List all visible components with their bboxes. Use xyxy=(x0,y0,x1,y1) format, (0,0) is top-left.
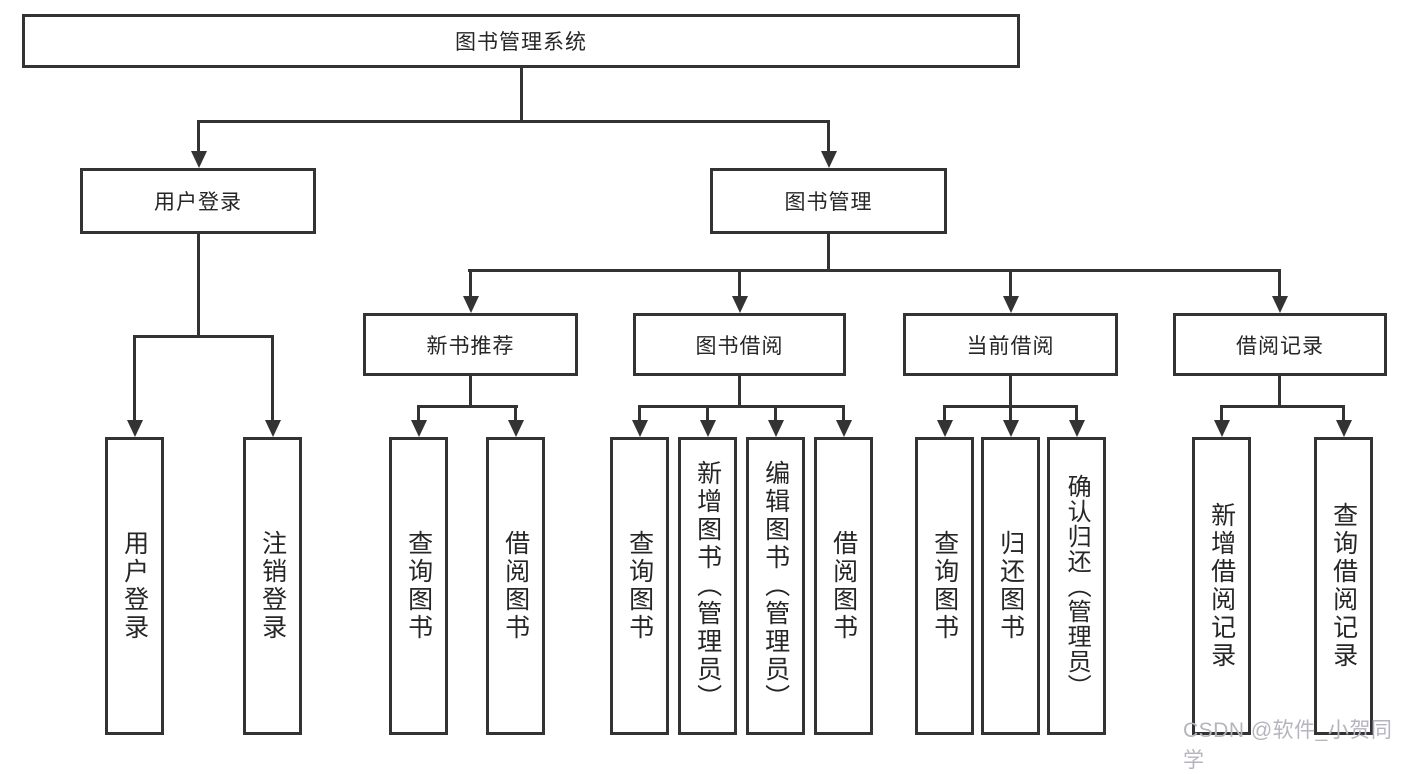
connector-drop xyxy=(1342,405,1345,420)
arrow-down-icon xyxy=(411,420,427,437)
connector-root-bus xyxy=(197,120,830,123)
arrow-down-icon xyxy=(821,151,837,168)
connector-drop xyxy=(1220,405,1223,420)
leaf-user-login: 用户登录 xyxy=(105,437,164,735)
node-root-library-system: 图书管理系统 xyxy=(22,14,1020,68)
node-book-management: 图书管理 xyxy=(710,168,947,234)
connector-drop-user-login xyxy=(197,120,200,153)
connector-drop xyxy=(1075,405,1078,420)
leaf-query-borrow-record-label: 查询借阅记录 xyxy=(1329,502,1358,670)
node-new-book-recommend: 新书推荐 xyxy=(363,313,578,376)
leaf-add-borrow-record: 新增借阅记录 xyxy=(1192,437,1251,735)
connector-book-borrow-stem xyxy=(738,374,741,407)
leaf-query-books-borrow-label: 查询图书 xyxy=(625,530,654,642)
leaf-logout: 注销登录 xyxy=(243,437,302,735)
node-book-borrow: 图书借阅 xyxy=(633,313,846,376)
arrow-down-icon xyxy=(836,420,852,437)
connector-new-book-recommend-stem xyxy=(469,374,472,407)
connector-drop-current-borrow xyxy=(1009,269,1012,296)
arrow-down-icon xyxy=(632,420,648,437)
leaf-query-books-current: 查询图书 xyxy=(915,437,974,735)
leaf-borrow-books-recommend-label: 借阅图书 xyxy=(501,530,530,642)
leaf-edit-book-admin-label: 编辑图书（管理员） xyxy=(761,460,790,712)
arrow-down-icon xyxy=(768,420,784,437)
connector-drop-leaf-user-login xyxy=(133,335,136,420)
leaf-return-book: 归还图书 xyxy=(981,437,1040,735)
diagram-canvas: { "diagram_title": "图书管理系统功能结构图", "tree"… xyxy=(22,14,1392,772)
connector-new-book-recommend-bus xyxy=(417,405,518,408)
arrow-down-icon xyxy=(700,420,716,437)
connector-book-management-stem xyxy=(827,232,830,272)
connector-drop xyxy=(638,405,641,420)
arrow-down-icon xyxy=(127,420,143,437)
arrow-down-icon xyxy=(1336,420,1352,437)
leaf-query-borrow-record: 查询借阅记录 xyxy=(1314,437,1373,735)
leaf-query-books-recommend: 查询图书 xyxy=(389,437,448,735)
arrow-down-icon xyxy=(1214,420,1230,437)
connector-borrow-records-stem xyxy=(1278,374,1281,407)
connector-user-login-stem xyxy=(197,234,200,335)
arrow-down-icon xyxy=(1272,296,1288,313)
connector-drop-leaf-logout xyxy=(271,335,274,420)
connector-drop xyxy=(842,405,845,420)
leaf-return-book-label: 归还图书 xyxy=(996,530,1025,642)
connector-drop xyxy=(514,405,517,420)
connector-drop xyxy=(706,405,709,420)
connector-root-stem xyxy=(520,66,523,120)
connector-drop-borrow-records xyxy=(1278,269,1281,296)
leaf-edit-book-admin: 编辑图书（管理员） xyxy=(746,437,805,735)
connector-drop xyxy=(417,405,420,420)
node-current-borrow: 当前借阅 xyxy=(903,313,1118,376)
connector-book-borrow-bus xyxy=(638,405,845,408)
leaf-query-books-recommend-label: 查询图书 xyxy=(404,530,433,642)
csdn-watermark: CSDN @软件_小贺同学 xyxy=(1183,719,1393,772)
arrow-down-icon xyxy=(508,420,524,437)
connector-drop xyxy=(1009,405,1012,420)
leaf-query-books-current-label: 查询图书 xyxy=(930,530,959,642)
connector-drop-book-borrow xyxy=(738,269,741,296)
connector-user-login-bus xyxy=(133,335,274,338)
node-borrow-records: 借阅记录 xyxy=(1173,313,1387,376)
connector-borrow-records-bus xyxy=(1220,405,1344,408)
leaf-query-books-borrow: 查询图书 xyxy=(610,437,669,735)
leaf-add-book-admin-label: 新增图书（管理员） xyxy=(693,460,722,712)
arrow-down-icon xyxy=(732,296,748,313)
arrow-down-icon xyxy=(463,296,479,313)
node-user-login: 用户登录 xyxy=(80,168,316,234)
arrow-down-icon xyxy=(265,420,281,437)
arrow-down-icon xyxy=(1069,420,1085,437)
connector-drop-book-management xyxy=(827,120,830,153)
arrow-down-icon xyxy=(1003,420,1019,437)
connector-drop xyxy=(943,405,946,420)
leaf-confirm-return-admin: 确认归还（管理员） xyxy=(1047,437,1106,735)
leaf-user-login-label: 用户登录 xyxy=(120,530,149,642)
leaf-borrow-books-recommend: 借阅图书 xyxy=(486,437,545,735)
leaf-add-book-admin: 新增图书（管理员） xyxy=(678,437,737,735)
arrow-down-icon xyxy=(191,151,207,168)
leaf-add-borrow-record-label: 新增借阅记录 xyxy=(1207,502,1236,670)
leaf-logout-label: 注销登录 xyxy=(258,530,287,642)
connector-current-borrow-stem xyxy=(1009,374,1012,407)
leaf-borrow-books: 借阅图书 xyxy=(814,437,873,735)
connector-drop xyxy=(774,405,777,420)
arrow-down-icon xyxy=(1003,296,1019,313)
connector-drop-new-book-recommend xyxy=(469,269,472,296)
leaf-confirm-return-admin-label: 确认归还（管理员） xyxy=(1063,473,1091,699)
leaf-borrow-books-label: 借阅图书 xyxy=(829,530,858,642)
connector-book-management-bus xyxy=(468,269,1281,272)
arrow-down-icon xyxy=(937,420,953,437)
